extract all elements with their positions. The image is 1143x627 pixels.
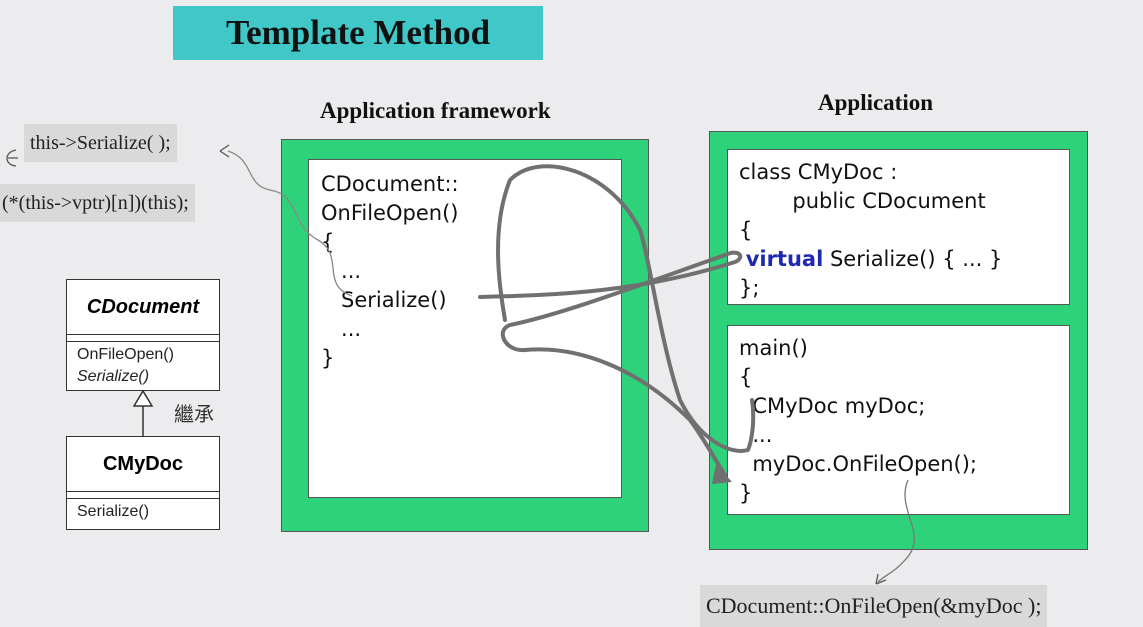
framework-line-4: ...	[321, 259, 362, 283]
application-frame: class CMyDoc : public CDocument { virtua…	[709, 131, 1088, 550]
inheritance-arrowhead	[132, 389, 154, 407]
vptr-call-note: (*(this->vptr)[n])(this);	[0, 184, 195, 222]
main-line-5: myDoc.OnFileOpen();	[739, 452, 978, 476]
uml-cmydoc-name: CMyDoc	[67, 437, 219, 492]
uml-cdocument-name: CDocument	[67, 280, 219, 335]
uml-cmydoc-op-1: Serialize()	[77, 503, 150, 520]
main-line-4: ...	[739, 423, 773, 447]
class-panel: class CMyDoc : public CDocument { virtua…	[727, 149, 1070, 305]
uml-cdocument-op-1: OnFileOpen()	[77, 346, 174, 363]
uml-class-cmydoc: CMyDoc Serialize()	[66, 436, 220, 530]
inherit-label: 繼承	[174, 404, 214, 426]
uml-cdocument-attrs	[67, 335, 219, 342]
class-line-1: class CMyDoc :	[739, 160, 898, 184]
open-call-note: CDocument::OnFileOpen(&myDoc );	[700, 585, 1048, 627]
application-heading: Application	[818, 90, 934, 115]
uml-class-cdocument: CDocument OnFileOpen() Serialize()	[66, 279, 220, 391]
class-line-4: virtual Serialize() { ... }	[739, 245, 1003, 274]
framework-line-1: CDocument::	[321, 172, 459, 196]
class-line-3: {	[739, 218, 753, 242]
framework-line-5: Serialize()	[321, 288, 447, 312]
serialize-connector-tip	[219, 144, 230, 158]
serialize-call-text: this->Serialize( );	[30, 132, 171, 154]
class-line-5: };	[739, 276, 760, 300]
page-title: Template Method	[225, 13, 491, 52]
title-banner: Template Method	[173, 6, 543, 60]
framework-code-panel: CDocument:: OnFileOpen() { ... Serialize…	[308, 159, 622, 498]
serialize-call-note: this->Serialize( );	[24, 124, 177, 162]
framework-line-6: ...	[321, 317, 362, 341]
framework-frame: CDocument:: OnFileOpen() { ... Serialize…	[281, 139, 649, 532]
class-line-2: public CDocument	[739, 189, 986, 213]
main-line-6: }	[739, 481, 753, 505]
virtual-keyword: virtual	[745, 247, 824, 271]
main-line-2: {	[739, 365, 753, 389]
serialize-decl: Serialize() { ... }	[823, 247, 1003, 271]
main-panel: main() { CMyDoc myDoc; ... myDoc.OnFileO…	[727, 325, 1070, 515]
vptr-call-text: (*(this->vptr)[n])(this);	[2, 192, 189, 214]
framework-line-2: OnFileOpen()	[321, 201, 459, 225]
uml-cdocument-op-2: Serialize()	[77, 368, 150, 385]
main-line-3: CMyDoc myDoc;	[739, 394, 926, 418]
uml-cmydoc-attrs	[67, 492, 219, 499]
framework-line-7: }	[321, 346, 335, 370]
open-call-text: CDocument::OnFileOpen(&myDoc );	[706, 593, 1042, 618]
framework-heading: Application framework	[320, 98, 551, 123]
framework-line-3: {	[321, 230, 335, 254]
left-curl-mark	[6, 149, 18, 167]
open-call-connector-tip	[875, 573, 887, 585]
main-line-1: main()	[739, 336, 808, 360]
